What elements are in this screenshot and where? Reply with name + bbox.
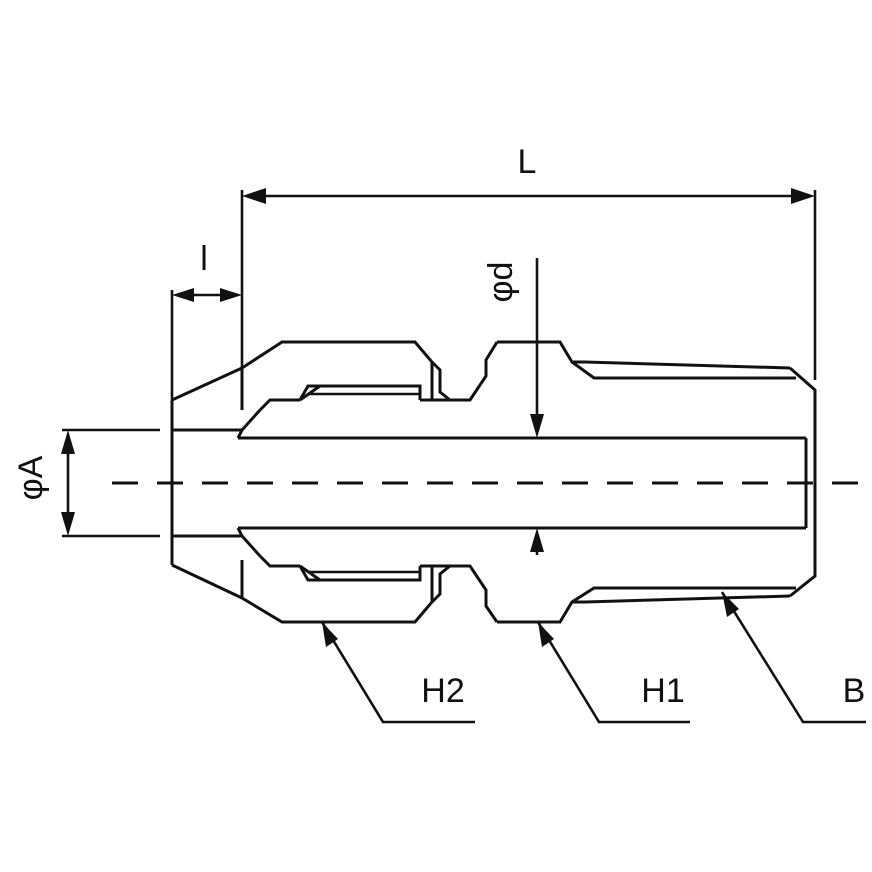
arrowhead bbox=[538, 622, 554, 647]
fitting-outline bbox=[170, 340, 817, 624]
leader-H1: H1 bbox=[536, 621, 690, 724]
arrowhead bbox=[242, 188, 266, 204]
label-B: B bbox=[843, 672, 866, 710]
dimension-l: l bbox=[170, 240, 242, 400]
label-l: l bbox=[200, 240, 208, 278]
label-H1: H1 bbox=[641, 672, 684, 710]
arrowhead bbox=[61, 430, 75, 454]
leader-H2: H2 bbox=[320, 621, 475, 724]
label-phi-d: φd bbox=[482, 262, 520, 303]
arrowhead bbox=[322, 622, 338, 647]
label-L: L bbox=[518, 143, 537, 181]
dimension-L: L bbox=[240, 143, 817, 410]
arrowhead bbox=[61, 512, 75, 536]
arrowhead bbox=[530, 414, 544, 438]
arrowhead bbox=[172, 288, 194, 302]
dimension-phi-d: φd bbox=[482, 258, 544, 555]
label-phi-A: φA bbox=[12, 455, 50, 500]
arrowhead bbox=[220, 288, 242, 302]
arrowhead bbox=[791, 188, 815, 204]
dimension-phi-A: φA bbox=[12, 428, 160, 538]
label-H2: H2 bbox=[421, 672, 464, 710]
leader-B: B bbox=[720, 591, 866, 724]
arrowhead bbox=[530, 528, 544, 552]
arrowhead bbox=[722, 592, 739, 617]
